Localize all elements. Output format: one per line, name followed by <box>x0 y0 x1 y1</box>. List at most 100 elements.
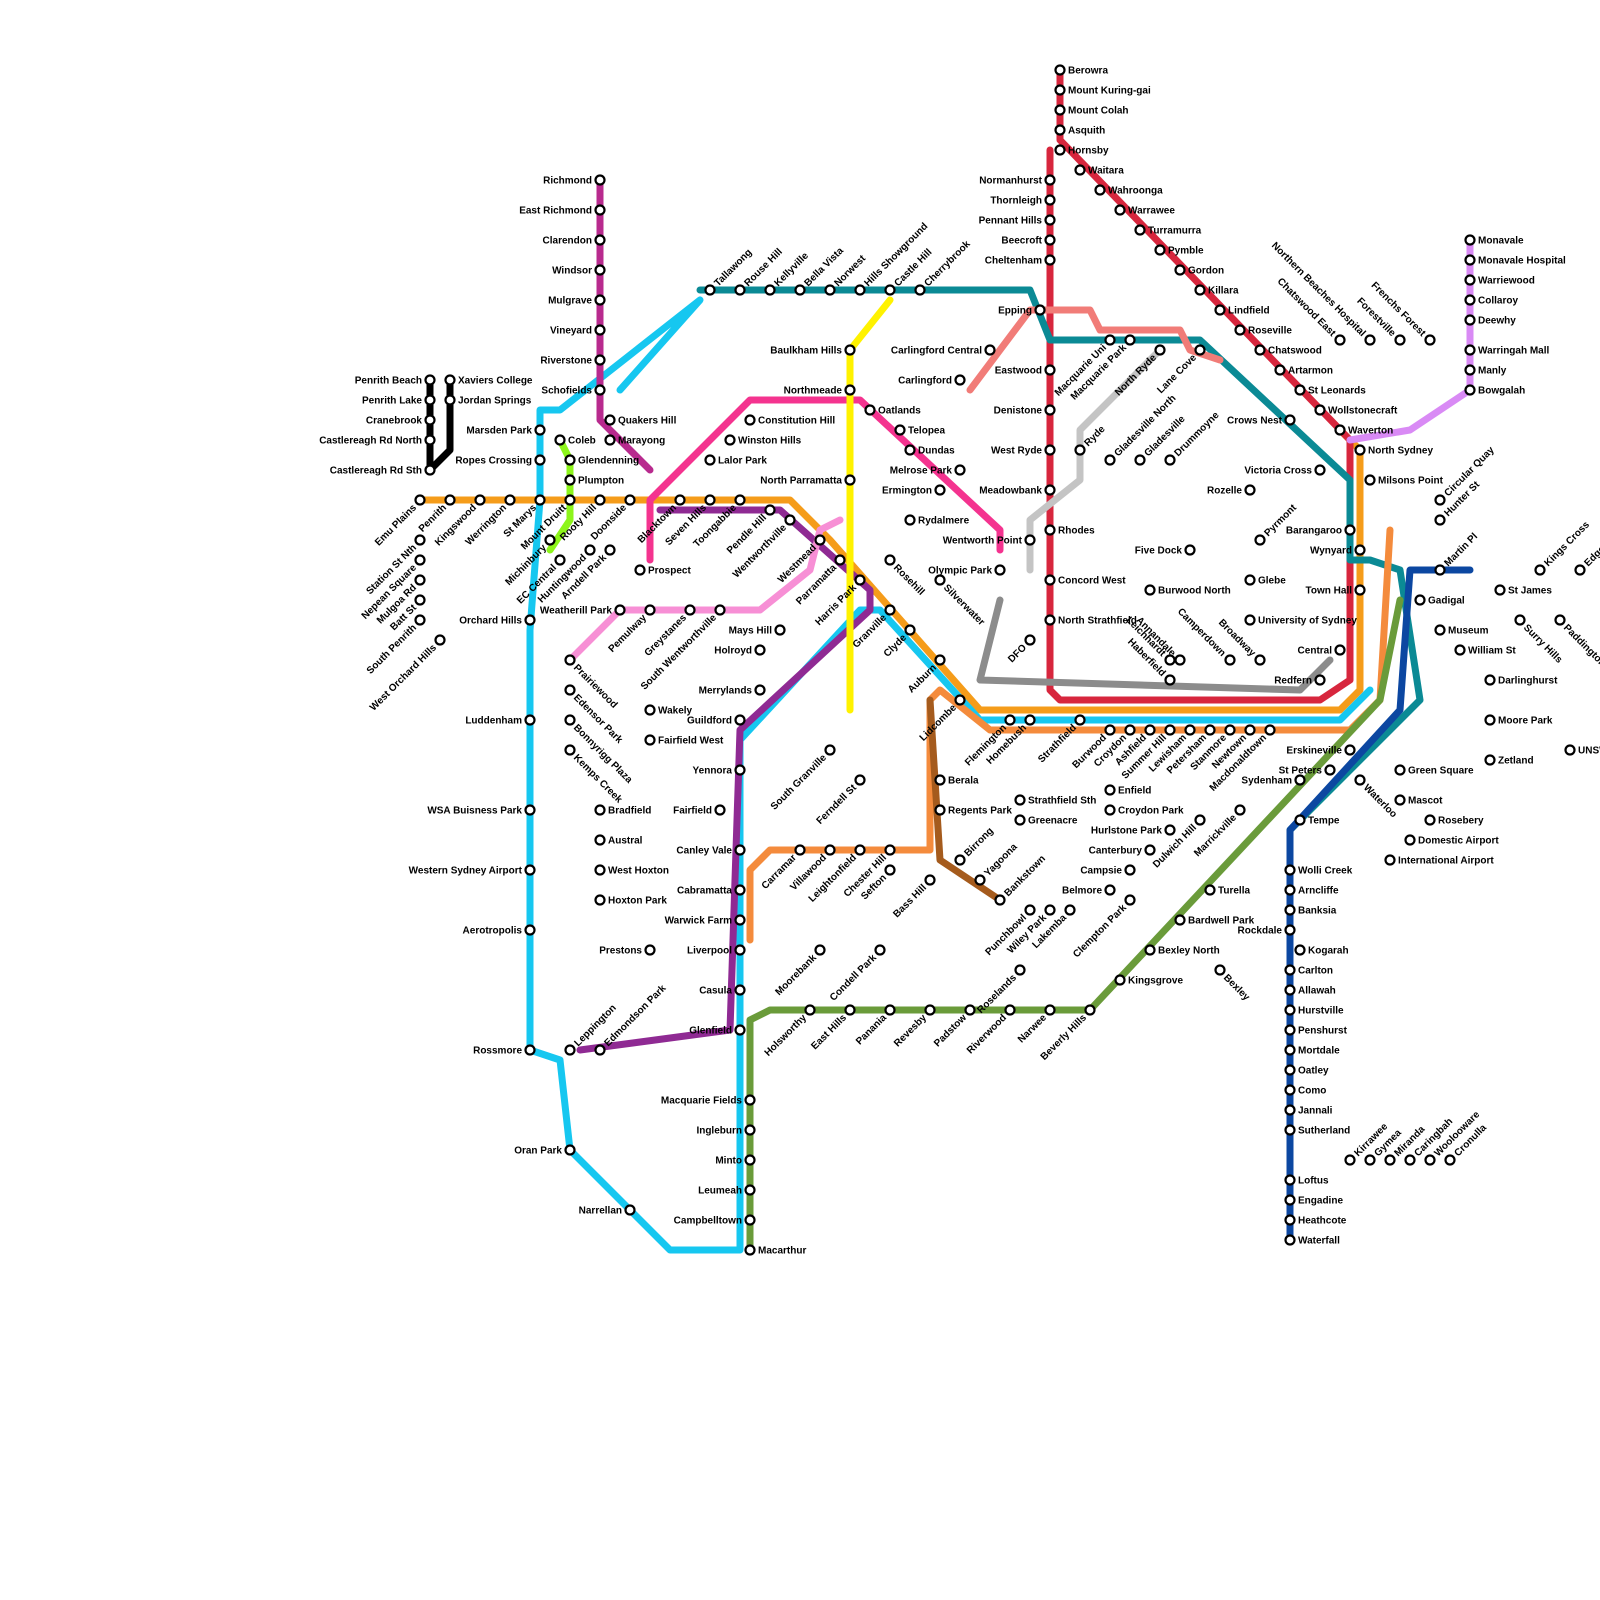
station-marker <box>596 1046 605 1055</box>
station-marker <box>1246 726 1255 735</box>
station-marker <box>1236 806 1245 815</box>
station-label: Birrong <box>962 826 995 859</box>
station-label: Auburn <box>906 662 939 695</box>
station-marker <box>1196 286 1205 295</box>
station-rockdale: Rockdale <box>1238 926 1295 937</box>
station-south-granville: South Granville <box>769 746 835 813</box>
station-marker <box>1046 446 1055 455</box>
station-marker <box>716 806 725 815</box>
station-macquarie-fields: Macquarie Fields <box>661 1096 755 1107</box>
station-label: Turramurra <box>1148 226 1202 237</box>
station-regents-park: Regents Park <box>936 806 1013 817</box>
station-marker <box>1056 106 1065 115</box>
station-marker <box>1106 726 1115 735</box>
station-glendenning: Glendenning <box>566 456 640 467</box>
station-marker <box>636 566 645 575</box>
station-marker <box>1486 716 1495 725</box>
station-hurstville: Hurstville <box>1286 1006 1345 1017</box>
station-como: Como <box>1286 1086 1327 1097</box>
station-marker <box>1336 646 1345 655</box>
station-monavale: Monavale <box>1466 236 1525 247</box>
station-marker <box>676 496 685 505</box>
station-label: Ermington <box>882 486 932 497</box>
station-label: Weatherill Park <box>540 606 613 617</box>
station-luddenham: Luddenham <box>465 716 534 727</box>
station-marker <box>1286 926 1295 935</box>
station-marker <box>1046 196 1055 205</box>
station-marker <box>1486 756 1495 765</box>
station-label: Castlereagh Rd North <box>319 436 422 447</box>
station-marker <box>1046 486 1055 495</box>
station-label: Schofields <box>541 386 592 397</box>
station-waterfall: Waterfall <box>1286 1236 1341 1247</box>
station-label: Rosehill <box>891 562 926 597</box>
station-label: Moore Park <box>1498 716 1553 727</box>
station-marayong: Marayong <box>606 436 666 447</box>
station-label: Winston Hills <box>738 436 802 447</box>
station-weatherill-park: Weatherill Park <box>540 606 625 617</box>
station-label: Waverton <box>1348 426 1393 437</box>
station-marker <box>606 436 615 445</box>
station-william-st: William St <box>1456 646 1517 657</box>
station-label: Warriewood <box>1478 276 1535 287</box>
station-marker <box>1126 726 1135 735</box>
station-label: Allawah <box>1298 986 1336 997</box>
station-north-parramatta: North Parramatta <box>760 476 854 487</box>
station-label: Gordon <box>1188 266 1224 277</box>
station-marker <box>1286 416 1295 425</box>
station-dulwich-hill: Dulwich Hill <box>1151 816 1204 871</box>
station-label: Dundas <box>918 446 955 457</box>
station-greenacre: Greenacre <box>1016 816 1078 827</box>
station-label: Carlingford Central <box>891 346 982 357</box>
station-label: Baulkham Hills <box>770 346 842 357</box>
station-label: East Hills <box>809 1012 849 1052</box>
station-label: Warringah Mall <box>1478 346 1550 357</box>
station-label: Leumeah <box>698 1186 742 1197</box>
station-marker <box>816 946 825 955</box>
station-label: Quakers Hill <box>618 416 677 427</box>
station-label: Marayong <box>618 436 665 447</box>
station-croydon-park: Croydon Park <box>1106 806 1185 817</box>
station-cherrybrook: Cherrybrook <box>916 238 973 294</box>
station-marker <box>566 1146 575 1155</box>
station-normanhurst: Normanhurst <box>979 176 1054 187</box>
station-marker <box>1286 906 1295 915</box>
station-label: Museum <box>1448 626 1489 637</box>
station-marker <box>1056 146 1065 155</box>
station-zetland: Zetland <box>1486 756 1534 767</box>
station-warringah-mall: Warringah Mall <box>1466 346 1550 357</box>
station-marker <box>1286 1106 1295 1115</box>
station-mays-hill: Mays Hill <box>729 626 785 637</box>
station-st-james: St James <box>1496 586 1553 597</box>
station-label: DFO <box>1006 642 1029 665</box>
station-marker <box>1106 456 1115 465</box>
station-label: Western Sydney Airport <box>409 866 523 877</box>
station-marker <box>416 596 425 605</box>
station-label: Oatlands <box>878 406 921 417</box>
station-marker <box>586 546 595 555</box>
station-quakers-hill: Quakers Hill <box>606 416 677 427</box>
station-marker <box>1316 406 1325 415</box>
station-marker <box>706 496 715 505</box>
station-marker <box>1246 616 1255 625</box>
station-marker <box>566 746 575 755</box>
station-label: Holsworthy <box>763 1012 810 1059</box>
station-marker <box>1366 476 1375 485</box>
station-marker <box>1436 496 1445 505</box>
station-label: Emu Plains <box>373 502 419 548</box>
station-marker <box>566 656 575 665</box>
station-birrong: Birrong <box>956 826 996 865</box>
station-marker <box>1286 1046 1295 1055</box>
station-west-ryde: West Ryde <box>991 446 1054 457</box>
station-condell-park: Condell Park <box>828 946 885 1004</box>
station-label: West Ryde <box>991 446 1042 457</box>
station-label: Mays Hill <box>729 626 773 637</box>
station-label: Collaroy <box>1478 296 1518 307</box>
station-marker <box>1466 236 1475 245</box>
station-marker <box>936 776 945 785</box>
station-turella: Turella <box>1206 886 1251 897</box>
station-baulkham-hills: Baulkham Hills <box>770 346 854 357</box>
station-label: Arncliffe <box>1298 886 1339 897</box>
station-marker <box>1186 546 1195 555</box>
